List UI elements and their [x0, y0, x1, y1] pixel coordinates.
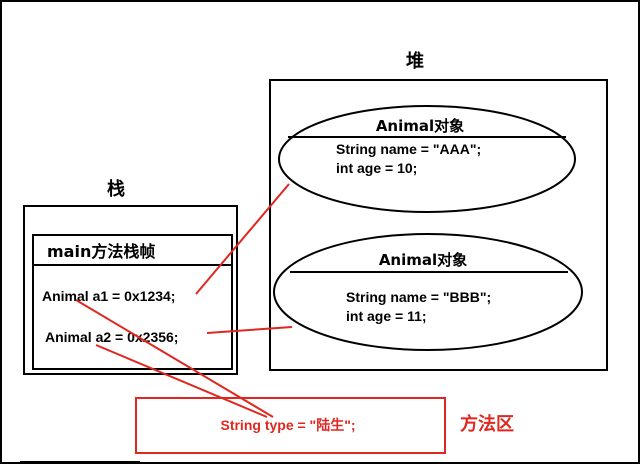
method-area-box [135, 397, 446, 454]
heap-title: 堆 [406, 50, 424, 72]
heap-object-1-field-name: String name = "AAA"; [336, 141, 481, 157]
heap-object-2-field-age: int age = 11; [346, 308, 427, 324]
pointer-a2-to-object-2 [206, 326, 293, 334]
stack-frame [32, 234, 233, 370]
stack-title: 栈 [107, 178, 125, 200]
heap-box [269, 79, 608, 371]
stack-var-a1: Animal a1 = 0x1234; [42, 288, 175, 304]
heap-object-1-field-age: int age = 10; [336, 160, 417, 176]
pointer-a2-to-method-area [95, 344, 268, 418]
method-area-content: String type = "陆生"; [220, 417, 355, 433]
method-area-label: 方法区 [460, 413, 514, 435]
pointer-a1-to-method-area [75, 299, 274, 418]
pointer-a1-to-object-1 [195, 183, 290, 295]
heap-object-2: Animal对象 String name = "BBB"; int age = … [273, 233, 583, 351]
heap-object-2-header: Animal对象 [379, 251, 467, 269]
heap-object-2-field-name: String name = "BBB"; [346, 289, 491, 305]
heap-object-2-outline [273, 233, 583, 351]
stack-frame-title: main方法栈帧 [47, 242, 155, 261]
heap-object-1: Animal对象 String name = "AAA"; int age = … [278, 105, 576, 213]
heap-object-1-outline [278, 105, 576, 213]
stack-box [23, 205, 238, 375]
stack-var-a2: Animal a2 = 0x2356; [45, 329, 178, 345]
heap-object-1-header: Animal对象 [376, 117, 464, 135]
